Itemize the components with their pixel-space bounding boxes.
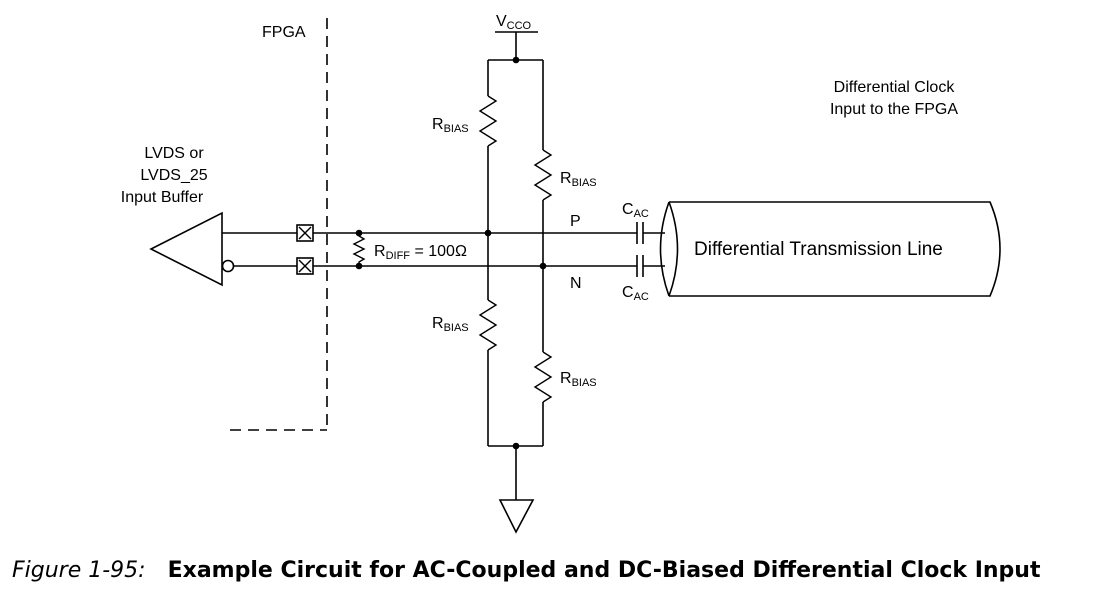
transmission-line xyxy=(659,201,1001,297)
rbias-top-left xyxy=(478,95,498,147)
ground-symbol xyxy=(498,499,535,534)
buffer-label-line1: LVDS or xyxy=(144,145,204,162)
svg-text:VCCO: VCCO xyxy=(496,13,532,32)
input-pad-p xyxy=(296,224,314,242)
n-label: N xyxy=(570,275,582,292)
clock-input-label-line1: Differential Clock xyxy=(834,79,956,96)
input-pad-n xyxy=(296,257,314,275)
figure-title: Example Circuit for AC-Coupled and DC-Bi… xyxy=(167,558,1041,583)
buffer-label-line2: LVDS_25 xyxy=(140,167,207,184)
fpga-label: FPGA xyxy=(262,24,306,41)
vcco-supply: VCCO xyxy=(495,13,538,64)
rbias-top-left-label: RBIAS xyxy=(432,116,469,135)
input-buffer-symbol xyxy=(149,211,223,287)
transmission-line-label: Differential Transmission Line xyxy=(694,239,943,260)
rbias-top-right-label: RBIAS xyxy=(560,170,597,189)
rdiff-label: RDIFF = 100Ω xyxy=(374,243,467,262)
rbias-bottom-right-label: RBIAS xyxy=(560,370,597,389)
rbias-bottom-left xyxy=(478,299,498,351)
input-buffer-inversion-bubble xyxy=(221,259,235,273)
rbias-top-right xyxy=(533,149,553,201)
figure-number: Figure 1-95: xyxy=(12,558,146,583)
rbias-bottom-right xyxy=(533,351,553,403)
cac-n-label: CAC xyxy=(622,284,649,303)
buffer-label-line3: Input Buffer xyxy=(121,189,204,206)
figure-caption: Figure 1-95: Example Circuit for AC-Coupl… xyxy=(12,558,1102,583)
clock-input-label-line2: Input to the FPGA xyxy=(830,101,958,118)
rbias-bottom-left-label: RBIAS xyxy=(432,315,469,334)
p-label: P xyxy=(570,213,581,230)
circuit-schematic: FPGA VCCO RBIAS RBIAS RBIAS RBIAS P N RD… xyxy=(121,13,1001,534)
rdiff-resistor xyxy=(352,233,366,266)
cac-p-label: CAC xyxy=(622,201,649,220)
